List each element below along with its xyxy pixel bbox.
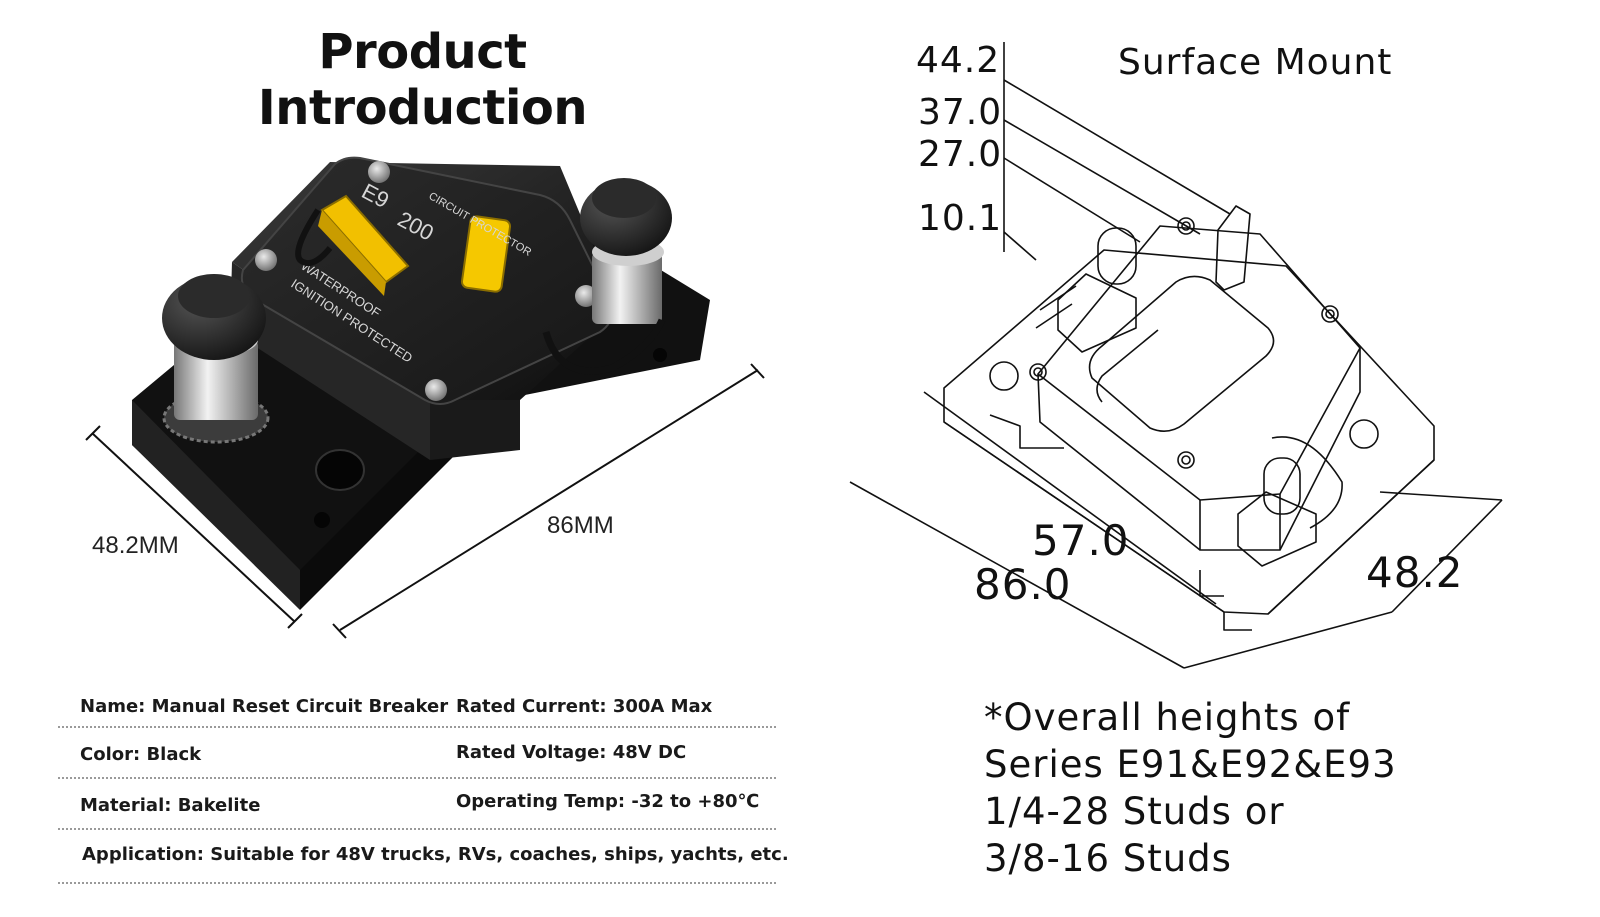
- page-title: Product Introduction: [257, 24, 588, 136]
- height-37-0: 37.0: [918, 92, 1003, 133]
- spec-row: Color: Black Rated Voltage: 48V DC: [58, 728, 776, 779]
- spec-table: Name: Manual Reset Circuit Breaker Rated…: [58, 684, 789, 884]
- dimension-48: 48.2: [1366, 548, 1464, 597]
- lever-outline: [1088, 205, 1275, 432]
- left-terminal: [162, 274, 270, 444]
- height-extension-lines: [1003, 42, 1231, 261]
- spec-row: Name: Manual Reset Circuit Breaker Rated…: [58, 684, 776, 728]
- right-terminal: [295, 178, 672, 375]
- height-10-1: 10.1: [918, 198, 1003, 239]
- base-outline: [943, 249, 1435, 631]
- spec-row: Application: Suitable for 48V trucks, RV…: [58, 830, 789, 884]
- note-line: *Overall heights of: [984, 696, 1351, 739]
- reset-lever: [318, 194, 512, 296]
- spec-name: Name: Manual Reset Circuit Breaker: [80, 696, 449, 717]
- spec-rated-current: Rated Current: 300A Max: [456, 696, 713, 717]
- dimension-86: 86.0: [974, 560, 1072, 609]
- spec-color: Color: Black: [80, 744, 202, 765]
- length-dimension-label: 86MM: [547, 512, 614, 539]
- technical-drawing: [849, 42, 1503, 669]
- dimension-57: 57.0: [1032, 516, 1130, 565]
- stud-left-outline: [1035, 227, 1137, 353]
- drawing-dimension-lines: [849, 391, 1503, 669]
- note-line: 3/8-16 Studs: [984, 837, 1232, 880]
- spec-row: Material: Bakelite Operating Temp: -32 t…: [58, 779, 776, 830]
- spec-material: Material: Bakelite: [80, 795, 261, 816]
- height-44-2: 44.2: [916, 40, 1001, 81]
- photo-dimension-lines: [85, 363, 765, 639]
- width-dimension-label: 48.2MM: [92, 532, 179, 559]
- spec-operating-temp: Operating Temp: -32 to +80℃: [456, 791, 760, 812]
- surface-mount-title: Surface Mount: [1118, 42, 1393, 83]
- note-line: 1/4-28 Studs or: [984, 790, 1285, 833]
- height-note: *Overall heights of Series E91&E92&E93 1…: [984, 694, 1397, 882]
- spec-rated-voltage: Rated Voltage: 48V DC: [456, 742, 687, 763]
- stud-right-outline: [1237, 436, 1343, 567]
- height-27-0: 27.0: [918, 134, 1003, 175]
- housing-outline: [1029, 217, 1361, 551]
- circuit-breaker-photo: E9 200 CIRCUIT PROTECTOR WATERPROOF IGNI…: [85, 156, 765, 639]
- spec-application: Application: Suitable for 48V trucks, RV…: [82, 844, 789, 865]
- note-line: Series E91&E92&E93: [984, 743, 1397, 786]
